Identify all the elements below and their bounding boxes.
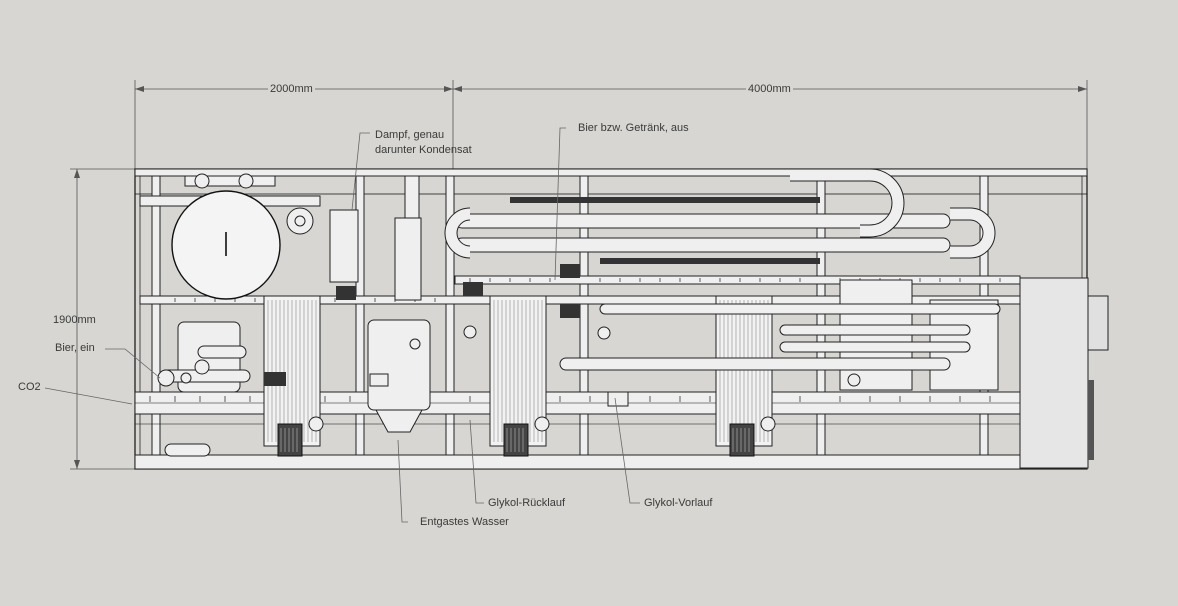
callout-dampf-line2: darunter Kondensat <box>375 144 472 156</box>
dimension-height: 1900mm <box>53 314 96 326</box>
callout-glykol-vorlauf: Glykol-Vorlauf <box>644 497 713 509</box>
callout-glykol-ruecklauf: Glykol-Rücklauf <box>488 497 566 509</box>
dimension-width-right: 4000mm <box>746 83 793 96</box>
dimension-width-left: 2000mm <box>268 83 315 96</box>
callout-dampf-line1: Dampf, genau <box>375 129 445 141</box>
pumps <box>277 416 776 457</box>
callout-co2: CO2 <box>18 381 41 393</box>
callout-bier-aus: Bier bzw. Getränk, aus <box>578 122 689 134</box>
instruments <box>157 209 861 407</box>
control-cabinet <box>1019 277 1109 469</box>
round-tank <box>139 173 321 300</box>
heat-exchangers <box>263 295 773 447</box>
callout-entgastes-wasser: Entgastes Wasser <box>420 516 509 528</box>
callout-leaders <box>44 127 640 523</box>
callout-bier-ein: Bier, ein <box>55 342 95 354</box>
